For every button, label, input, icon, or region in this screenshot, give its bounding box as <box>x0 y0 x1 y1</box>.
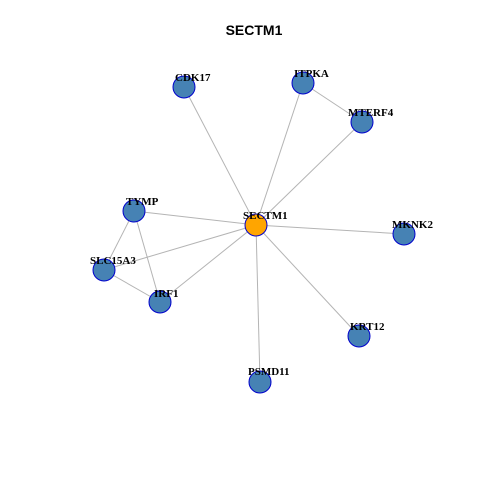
edge-sectm1-irf1 <box>159 224 257 303</box>
node-itpka: ITPKA <box>291 68 329 95</box>
node-circle-mknk2 <box>392 222 416 246</box>
edge-tymp-irf1 <box>133 210 161 303</box>
node-tymp: TYMP <box>122 196 159 223</box>
node-circle-psmd11 <box>248 370 272 394</box>
node-circle-sectm1 <box>244 213 268 237</box>
node-circle-mterf4 <box>350 110 374 134</box>
edge-sectm1-slc15a3 <box>103 224 257 271</box>
edge-sectm1-itpka <box>255 82 304 226</box>
node-label-sectm1: SECTM1 <box>243 210 288 222</box>
node-cdk17: CDK17 <box>172 72 211 99</box>
node-circle-irf1 <box>148 290 172 314</box>
edge-sectm1-mknk2 <box>255 224 405 235</box>
node-circle-itpka <box>291 71 315 95</box>
edge-sectm1-krt12 <box>255 224 360 337</box>
node-label-krt12: KRT12 <box>350 321 385 333</box>
node-label-mterf4: MTERF4 <box>348 107 394 119</box>
node-label-cdk17: CDK17 <box>175 72 211 84</box>
node-circle-tymp <box>122 199 146 223</box>
node-label-mknk2: MKNK2 <box>392 219 433 231</box>
node-label-psmd11: PSMD11 <box>248 366 290 378</box>
edge-sectm1-tymp <box>133 210 257 226</box>
node-label-slc15a3: SLC15A3 <box>90 255 136 267</box>
node-circle-cdk17 <box>172 75 196 99</box>
node-circle-slc15a3 <box>92 258 116 282</box>
node-slc15a3: SLC15A3 <box>90 255 136 282</box>
node-circle-krt12 <box>347 324 371 348</box>
diagram-title: SECTM1 <box>226 22 283 38</box>
node-krt12: KRT12 <box>347 321 385 348</box>
edge-sectm1-cdk17 <box>183 86 257 226</box>
node-psmd11: PSMD11 <box>248 366 290 394</box>
edge-sectm1-psmd11 <box>255 224 261 383</box>
node-label-irf1: IRF1 <box>154 288 178 300</box>
edge-sectm1-mterf4 <box>255 121 363 226</box>
node-irf1: IRF1 <box>148 288 178 314</box>
node-sectm1: SECTM1 <box>243 210 288 237</box>
edge-itpka-mterf4 <box>302 82 363 123</box>
node-label-itpka: ITPKA <box>294 68 329 80</box>
node-mterf4: MTERF4 <box>348 107 394 134</box>
node-mknk2: MKNK2 <box>392 219 433 246</box>
node-label-tymp: TYMP <box>126 196 159 208</box>
